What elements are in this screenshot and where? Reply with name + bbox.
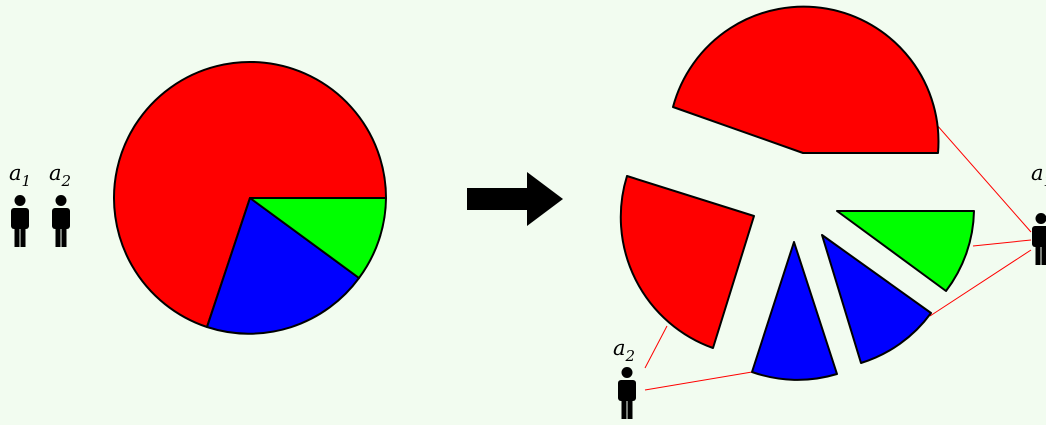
divided-piece-green-right (836, 210, 975, 292)
line-a2-blue (644, 371, 753, 391)
person-icon (11, 195, 29, 247)
right-arrow-icon (467, 172, 563, 226)
left-agent-a2: a2 (49, 161, 71, 247)
divided-piece-red-large (672, 5, 940, 154)
agent-a2-label: a2 (49, 161, 71, 190)
assignment-lines (644, 123, 1032, 391)
right-agent-a1: a1 (1031, 161, 1046, 265)
line-a2-red (644, 325, 668, 369)
person-icon (1032, 213, 1046, 265)
line-a1-blue (929, 249, 1032, 317)
agent-a2-label: a2 (613, 336, 635, 365)
line-a1-green (972, 239, 1032, 247)
person-icon (618, 367, 636, 419)
left-agent-a1: a1 (9, 161, 31, 247)
cake-piece-blue (206, 197, 360, 335)
whole-cake-pie (113, 60, 387, 335)
cake-piece-red (113, 60, 387, 328)
agent-a1-label: a1 (1031, 161, 1046, 190)
cake-piece-green (249, 197, 387, 279)
right-agent-a2: a2 (613, 336, 636, 419)
agent-a1-label: a1 (9, 161, 31, 190)
line-a1-red-top (935, 123, 1032, 233)
divided-cake-pieces (619, 5, 975, 381)
divided-piece-red-left (619, 175, 755, 349)
divided-piece-blue-center (751, 241, 838, 381)
divided-piece-blue-right (821, 234, 932, 364)
person-icon (52, 195, 70, 247)
